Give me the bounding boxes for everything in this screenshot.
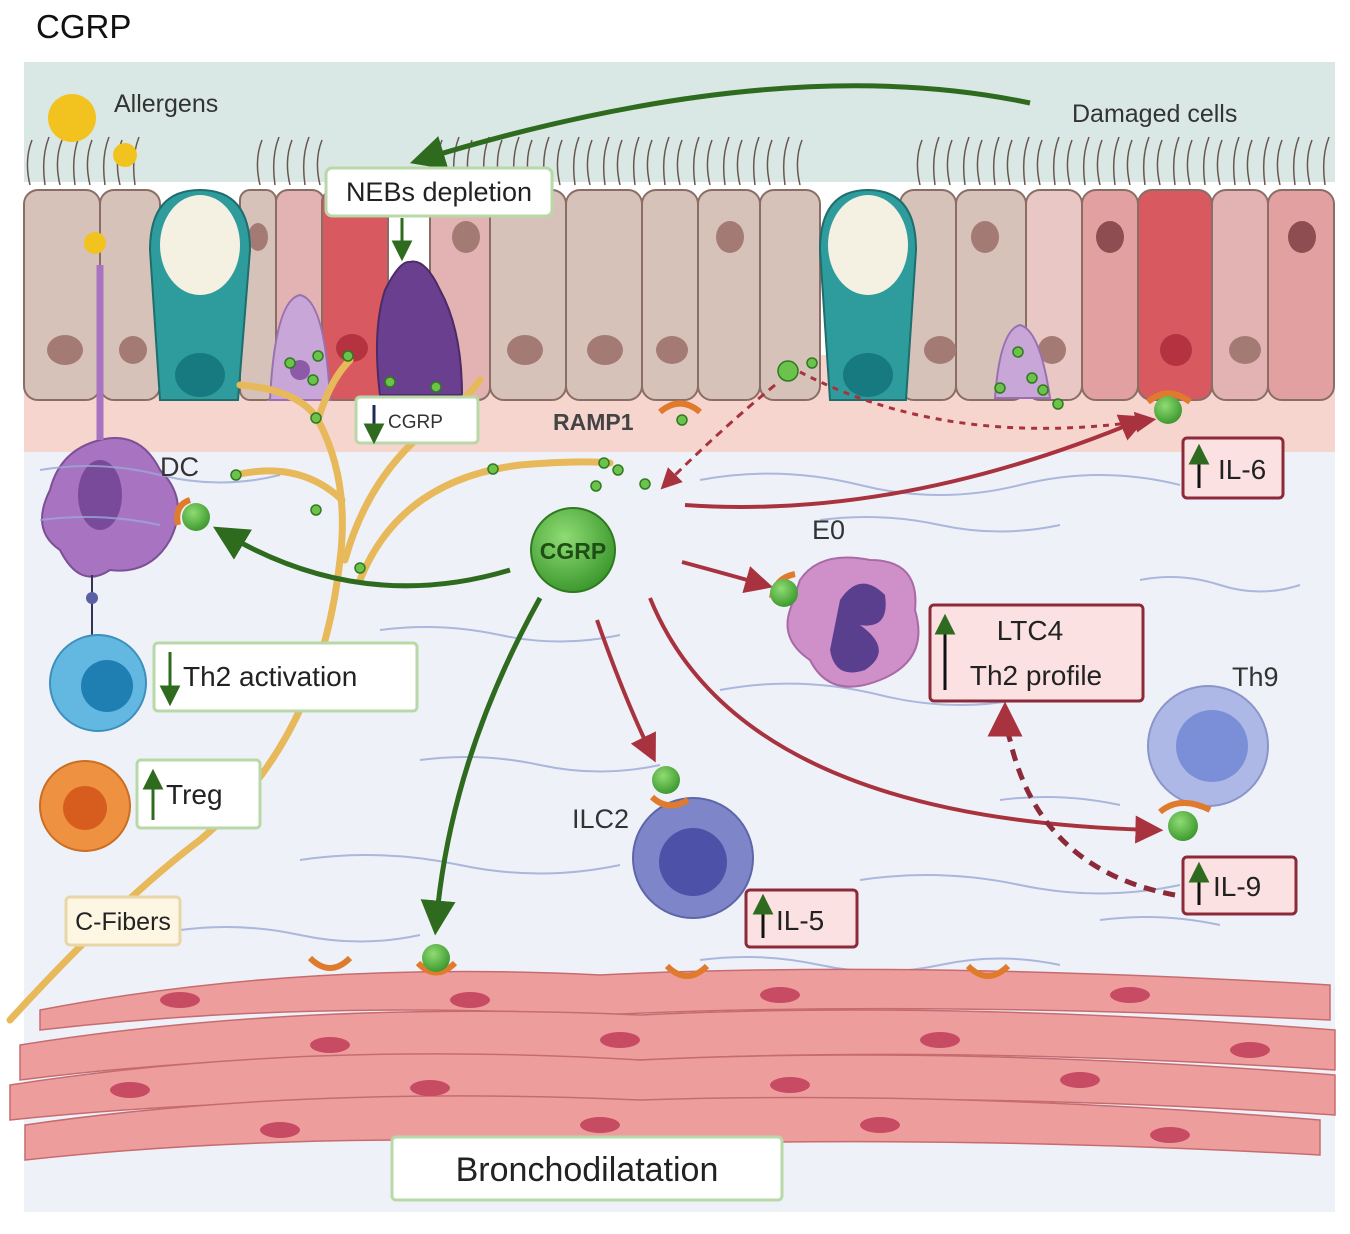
il5-label: IL-5 — [776, 905, 824, 936]
epithelium-to-il6-dashed-arrow — [799, 370, 1157, 433]
allergen-small — [113, 143, 137, 167]
eosinophil — [786, 556, 920, 688]
smooth-muscle-layer — [9, 968, 1336, 1161]
th9-label: Th9 — [1232, 662, 1279, 692]
epithelial-nuclei — [47, 221, 1316, 366]
ramp1-label: RAMP1 — [553, 409, 634, 435]
th2-activation-box — [152, 641, 419, 713]
cilia — [26, 136, 1330, 186]
dc-ramp-receptor — [174, 497, 192, 526]
il6-bound-cgrp — [1154, 396, 1182, 424]
cgrp-particles — [230, 346, 1064, 574]
il9-label: IL-9 — [1213, 871, 1261, 902]
nebs-depletion-label: NEBs depletion — [346, 177, 532, 207]
muscle-ramp-receptors — [307, 955, 1011, 979]
cgrp-to-dc-arrow — [213, 526, 511, 589]
dc-bound-cgrp — [182, 503, 210, 531]
cgrp-to-il6-arrow — [684, 414, 1148, 509]
c-fibers-box — [64, 895, 182, 947]
bronchodilatation-label: Bronchodilatation — [456, 1151, 719, 1189]
damage-to-neb-arrow — [409, 83, 1031, 170]
il9-box — [1181, 855, 1298, 916]
ltc4-label: LTC4 — [997, 615, 1063, 646]
th2-nucleus — [81, 660, 133, 712]
dc-label: DC — [160, 452, 199, 482]
il6-label: IL-6 — [1218, 454, 1266, 485]
muscle-nuclei — [110, 987, 1270, 1143]
brush-cell-left — [268, 293, 332, 401]
th2-activation-label: Th2 activation — [183, 661, 357, 692]
ilc2-nucleus — [659, 828, 727, 896]
bronchodilatation-box — [390, 1135, 784, 1202]
ilc2-label: ILC2 — [572, 804, 629, 834]
neuroepithelial-body — [375, 260, 464, 396]
ltc4-th2-box — [928, 603, 1145, 703]
treg-box — [135, 758, 262, 830]
cgrp-molecule-label: CGRP — [540, 538, 606, 564]
treg-label: Treg — [166, 779, 223, 810]
ramp1-receptor — [658, 400, 702, 415]
ilc2-ramp-receptor — [649, 794, 690, 809]
cgrp-to-eo-arrow — [681, 560, 774, 594]
eo-label: E0 — [812, 515, 845, 545]
goblet-cell-left — [148, 188, 252, 401]
treg-nucleus — [63, 786, 107, 830]
th9-nucleus — [1176, 710, 1248, 782]
th9-bound-cgrp — [1168, 811, 1198, 841]
cgrp-decrease-label: CGRP — [388, 412, 443, 433]
il5-box — [744, 888, 859, 949]
eo-bound-cgrp — [770, 579, 798, 607]
goblet-cell-right — [818, 188, 918, 401]
cgrp-molecule — [530, 507, 616, 593]
il6-ramp-receptor — [1146, 390, 1192, 405]
dendritic-cell — [41, 265, 179, 640]
allergens-label: Allergens — [114, 90, 218, 118]
th9-ramp-receptor — [1158, 800, 1212, 815]
cgrp-decrease-box — [354, 395, 480, 445]
epithelium-release-arrow — [660, 383, 776, 490]
damaged-cells-label: Damaged cells — [1072, 100, 1237, 128]
th2-profile-label: Th2 profile — [970, 660, 1102, 691]
cgrp-to-ilc2-arrow — [595, 619, 656, 763]
cgrp-to-muscle-arrow — [420, 596, 543, 936]
allergen-large — [48, 94, 96, 142]
airway-lumen — [24, 62, 1335, 182]
nebs-depletion-box — [324, 166, 554, 218]
allergen-on-dc — [84, 232, 106, 254]
ilc2-bound-cgrp — [652, 766, 680, 794]
muscle-bound-cgrp — [422, 944, 450, 972]
page-title: CGRP — [36, 8, 131, 45]
c-fibers-label: C-Fibers — [75, 908, 171, 936]
